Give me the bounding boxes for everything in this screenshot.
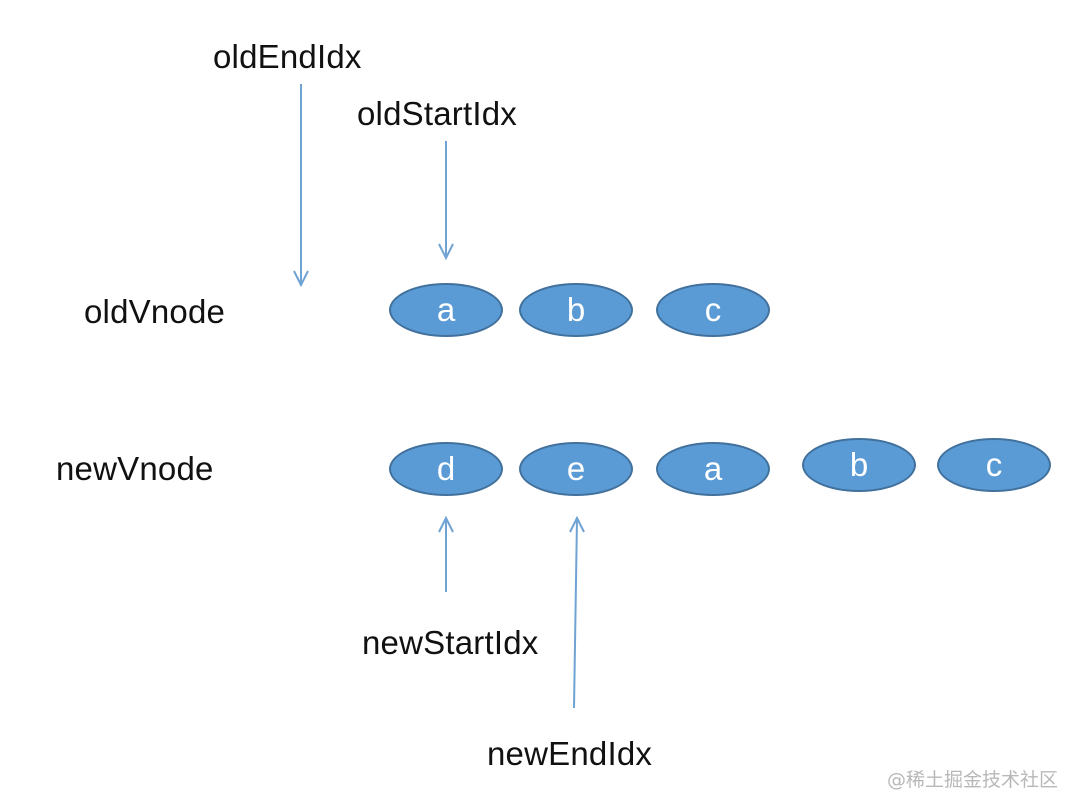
old-start-idx-arrow bbox=[438, 141, 454, 261]
new-node-c: c bbox=[937, 438, 1051, 492]
new-node-b: b bbox=[802, 438, 916, 492]
old-node-c: c bbox=[656, 283, 770, 337]
old-node-a: a bbox=[389, 283, 503, 337]
new-end-idx-label: newEndIdx bbox=[487, 735, 653, 772]
old-end-idx-arrow bbox=[293, 84, 309, 288]
new-end-idx-arrow bbox=[569, 515, 585, 709]
new-start-idx-label: newStartIdx bbox=[362, 624, 539, 661]
new-vnode-label: newVnode bbox=[56, 450, 214, 487]
new-node-e: e bbox=[519, 442, 633, 496]
old-node-b: b bbox=[519, 283, 633, 337]
new-node-a: a bbox=[656, 442, 770, 496]
old-vnode-label: oldVnode bbox=[84, 293, 226, 330]
old-end-idx-label: oldEndIdx bbox=[213, 38, 362, 75]
new-start-idx-arrow bbox=[438, 515, 454, 592]
watermark: @稀土掘金技术社区 bbox=[886, 769, 1058, 791]
new-node-d: d bbox=[389, 442, 503, 496]
old-start-idx-label: oldStartIdx bbox=[357, 95, 517, 132]
